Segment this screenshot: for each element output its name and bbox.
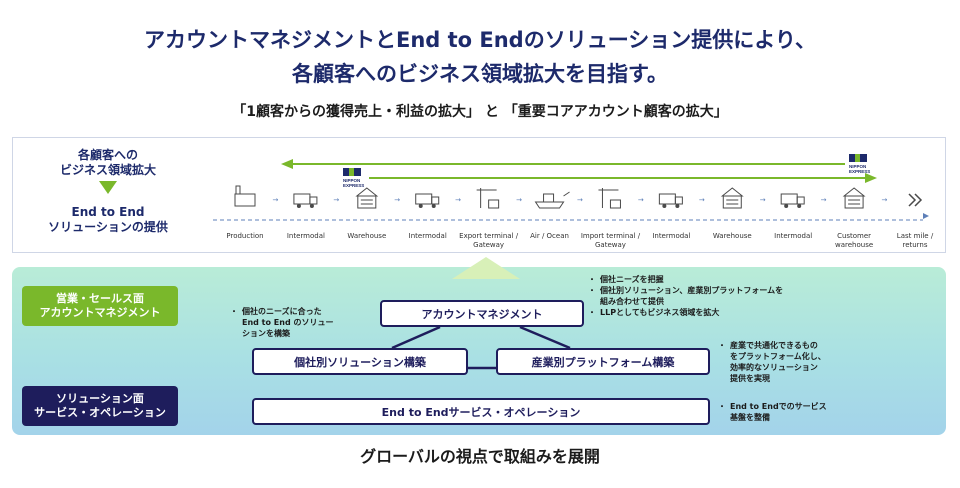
industry-platform-note: 産業で共通化できるもの をプラットフォーム化し、 効率的なソリューション 提供を… bbox=[718, 340, 858, 384]
e2e-operations-note: End to Endでのサービス 基盤を整備 bbox=[718, 401, 878, 423]
account-management-box: アカウントマネジメント bbox=[380, 300, 584, 327]
warehouse-icon bbox=[720, 187, 744, 209]
expand-right-arrowhead-icon bbox=[865, 173, 877, 183]
flow-step-label: Warehouse bbox=[347, 232, 387, 240]
custom-solution-box: 個社別ソリューション構築 bbox=[252, 348, 468, 375]
factory-icon bbox=[234, 185, 256, 207]
page-title-line1: アカウントマネジメントとEnd to Endのソリューション提供により、 bbox=[143, 28, 817, 52]
industry-platform-box: 産業別プラットフォーム構築 bbox=[496, 348, 710, 375]
flow-step-label: Production bbox=[226, 232, 264, 240]
flow-step-label: Intermodal bbox=[774, 232, 813, 240]
step-arrow-icon: → bbox=[394, 196, 400, 204]
port-icon bbox=[598, 188, 621, 209]
flow-step-label: Intermodal bbox=[286, 232, 325, 240]
flow-step-label: Export terminal / Gateway bbox=[459, 232, 519, 249]
flow-step-label: Last mile / returns bbox=[896, 232, 934, 249]
flow-step-label: Intermodal bbox=[652, 232, 691, 240]
note-item: LLPとしてもビジネス領域を拡大 bbox=[588, 307, 848, 318]
step-arrow-icon: → bbox=[333, 196, 339, 204]
baseline-arrowhead-icon bbox=[923, 213, 929, 219]
warehouse-icon bbox=[355, 187, 379, 209]
expand-left-arrowhead-icon bbox=[281, 159, 293, 169]
flow-step-label: Import terminal / Gateway bbox=[580, 232, 641, 249]
supply-chain-flow-panel: 各顧客への ビジネス領域拡大 End to End ソリューションの提供 NIP… bbox=[12, 137, 946, 253]
end-to-end-label: End to End ソリューションの提供 bbox=[48, 205, 168, 234]
account-management-note: 個社ニーズを把握個社別ソリューション、産業別プラットフォームを 組み合わせて提供… bbox=[588, 274, 848, 318]
port-icon bbox=[476, 188, 500, 209]
page-subtitle: 「1顧客からの獲得売上・利益の拡大」 と 「重要コアアカウント顧客の拡大」 bbox=[232, 104, 728, 120]
solution-layer-badge: ソリューション面 サービス・オペレーション bbox=[22, 386, 178, 426]
down-arrow-icon bbox=[99, 181, 117, 194]
step-arrow-icon: → bbox=[882, 196, 888, 204]
flow-step-label: Air / Ocean bbox=[530, 232, 569, 240]
ship-icon bbox=[534, 191, 570, 209]
custom-solution-note: 個社のニーズに合った End to End のソリュー ションを構築 bbox=[230, 306, 370, 339]
note-item: 個社ニーズを把握 bbox=[588, 274, 848, 285]
e2e-operations-box: End to Endサービス・オペレーション bbox=[252, 398, 710, 425]
truck-icon bbox=[293, 193, 318, 208]
warehouse-icon bbox=[842, 187, 866, 209]
step-arrow-icon: → bbox=[760, 196, 766, 204]
step-arrow-icon: → bbox=[516, 196, 522, 204]
footer-caption: グローバルの視点で取組みを展開 bbox=[360, 447, 600, 466]
note-item: 産業で共通化できるもの をプラットフォーム化し、 効率的なソリューション 提供を… bbox=[718, 340, 858, 384]
flow-icons: → → → → → → → → → → → bbox=[234, 185, 923, 209]
truck-icon bbox=[780, 193, 805, 208]
page-title-line2: 各顧客へのビジネス領域拡大を目指す。 bbox=[292, 62, 668, 86]
sales-layer-badge: 営業・セールス面 アカウントマネジメント bbox=[22, 286, 178, 326]
step-arrow-icon: → bbox=[272, 196, 278, 204]
truck-icon bbox=[658, 193, 683, 208]
flow-step-label: Warehouse bbox=[712, 232, 752, 240]
step-arrow-icon: → bbox=[577, 196, 583, 204]
step-arrow-icon: → bbox=[699, 196, 705, 204]
note-item: End to Endでのサービス 基盤を整備 bbox=[718, 401, 878, 423]
step-arrow-icon: → bbox=[638, 196, 644, 204]
flow-step-label: Intermodal bbox=[408, 232, 447, 240]
up-triangle-icon bbox=[452, 257, 520, 279]
truck-icon bbox=[415, 193, 440, 208]
chevron-icon bbox=[908, 193, 923, 207]
step-arrow-icon: → bbox=[821, 196, 827, 204]
note-item: 個社のニーズに合った End to End のソリュー ションを構築 bbox=[230, 306, 370, 339]
step-arrow-icon: → bbox=[455, 196, 461, 204]
note-item: 個社別ソリューション、産業別プラットフォームを 組み合わせて提供 bbox=[588, 285, 848, 307]
business-scope-label: 各顧客への ビジネス領域拡大 bbox=[59, 148, 156, 177]
flow-step-label: Customer warehouse bbox=[835, 232, 874, 249]
